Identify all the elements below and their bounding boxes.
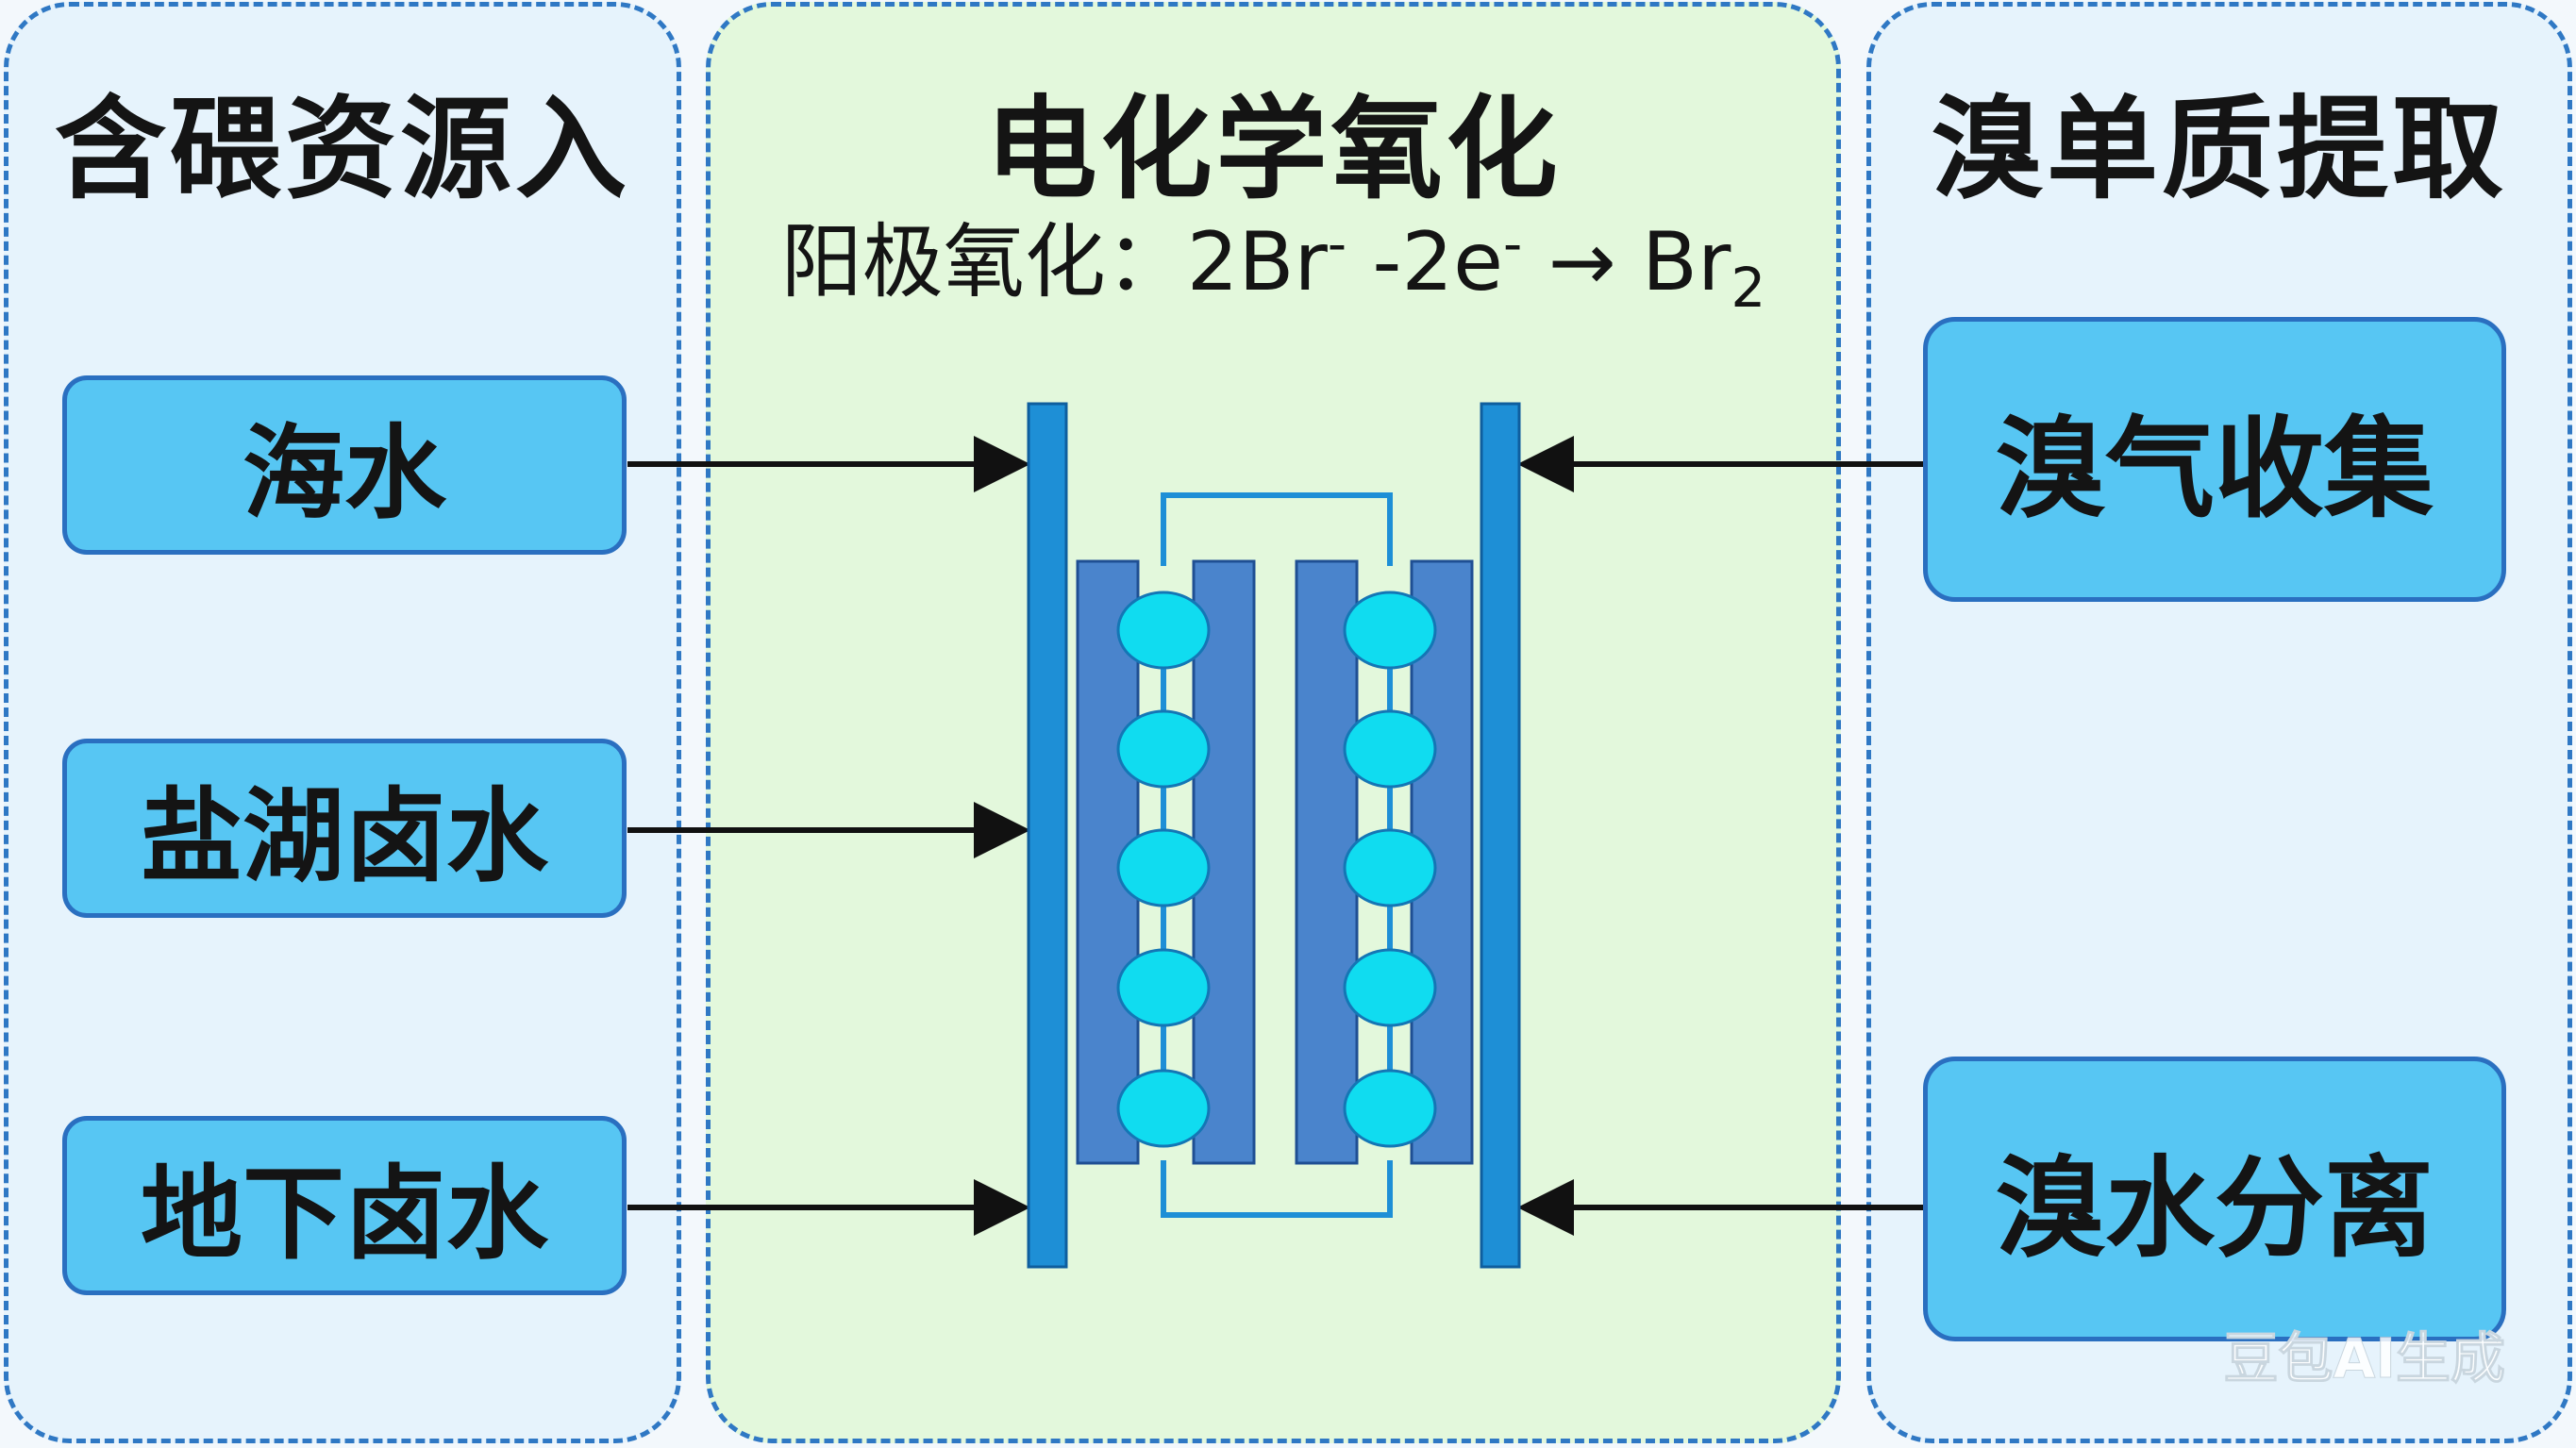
formula-charge-2: - (1503, 213, 1523, 275)
electrochemical-oxidation-panel: 电化学氧化 阳极氧化：2Br- -2e- → Br2 (706, 2, 1841, 1443)
formula-charge-1: - (1327, 213, 1347, 275)
output-box-bromine-gas: 溴气收集 (1923, 317, 2506, 602)
anode-reaction-formula: 阳极氧化：2Br- -2e- → Br2 (711, 195, 1836, 320)
formula-electrons: -2e (1347, 215, 1504, 309)
resource-input-title: 含碨资源入 (54, 84, 630, 214)
bromine-extraction-title: 溴单质提取 (1931, 84, 2507, 214)
source-box-salt-lake-brine: 盐湖卤水 (62, 739, 627, 918)
electrochemical-oxidation-title: 电化学氧化 (985, 84, 1562, 214)
source-box-underground-brine: 地下卤水 (62, 1116, 627, 1295)
formula-prefix: 阳极氧化：2Br (780, 215, 1328, 309)
formula-subscript: 2 (1731, 256, 1766, 321)
source-box-seawater: 海水 (62, 375, 627, 555)
output-box-bromine-water: 溴水分离 (1923, 1057, 2506, 1341)
formula-product: → Br (1522, 215, 1731, 309)
